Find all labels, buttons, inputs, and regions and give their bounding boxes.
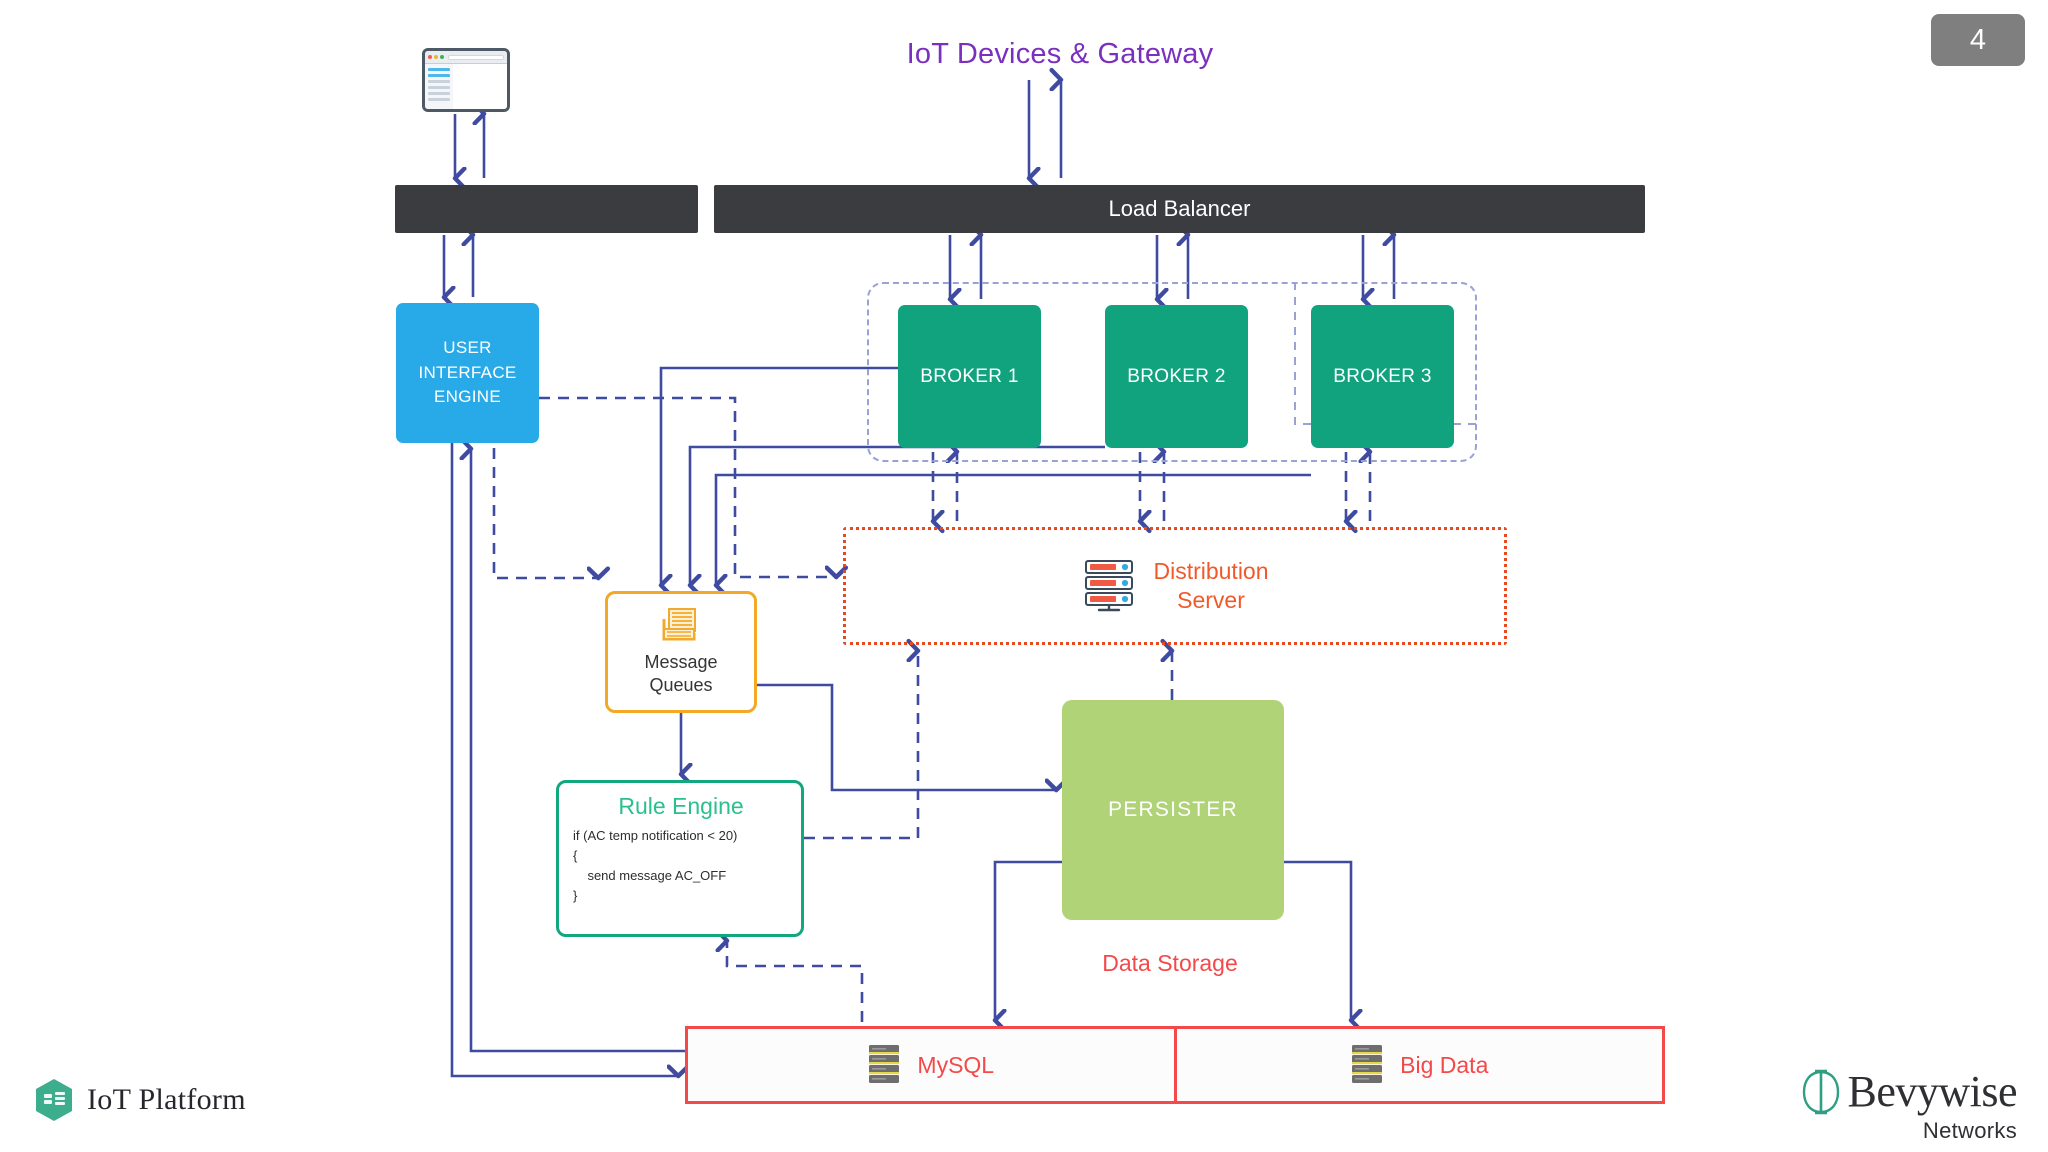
ui-engine-line-1: USER bbox=[443, 338, 492, 358]
database-icon bbox=[869, 1045, 900, 1083]
rule-engine-node: Rule Engine if (AC temp notification < 2… bbox=[556, 780, 804, 937]
browser-content bbox=[453, 64, 507, 109]
page-number-badge: 4 bbox=[1931, 14, 2025, 66]
broker-label: BROKER 3 bbox=[1333, 365, 1432, 387]
broker-cluster-boundary bbox=[867, 282, 1477, 462]
browser-body bbox=[425, 64, 507, 109]
data-storage-title: Data Storage bbox=[1102, 950, 1238, 976]
browser-sidebar bbox=[425, 64, 453, 109]
browser-dot-yellow bbox=[434, 55, 438, 59]
server-rack-icon bbox=[1085, 560, 1134, 612]
user-interface-engine-node: USER INTERFACE ENGINE bbox=[396, 303, 539, 443]
rule-engine-code: if (AC temp notification < 20) { send me… bbox=[573, 828, 738, 904]
message-stack-icon bbox=[662, 607, 696, 641]
bevywise-subtitle: Networks bbox=[1922, 1118, 2017, 1143]
persister-label: PERSISTER bbox=[1108, 798, 1238, 821]
data-storage-cell-bigdata: Big Data bbox=[1173, 1029, 1663, 1101]
broker-node-1: BROKER 1 bbox=[898, 305, 1041, 448]
broker-label: BROKER 2 bbox=[1127, 365, 1226, 387]
distribution-server-node: Distribution Server bbox=[843, 527, 1507, 645]
left-bar bbox=[395, 185, 698, 233]
browser-titlebar bbox=[425, 51, 507, 64]
page-number: 4 bbox=[1969, 23, 1987, 56]
data-storage-label-mysql: MySQL bbox=[917, 1051, 995, 1078]
bevywise-logo: Bevywise Networks bbox=[1761, 1068, 2017, 1144]
iot-platform-logo: IoT Platform bbox=[34, 1078, 246, 1122]
hexagon-server-icon bbox=[34, 1078, 74, 1122]
iot-platform-label: IoT Platform bbox=[87, 1083, 246, 1116]
data-storage-cell-mysql: MySQL bbox=[688, 1029, 1174, 1101]
bevywise-name-row: Bevywise bbox=[1761, 1068, 2017, 1116]
browser-dot-green bbox=[440, 55, 444, 59]
browser-sidebar-item bbox=[428, 80, 450, 83]
load-balancer-label: Load Balancer bbox=[1108, 196, 1251, 221]
ui-engine-line-2: INTERFACE bbox=[418, 362, 517, 382]
persister-node: PERSISTER bbox=[1062, 700, 1284, 920]
ui-engine-line-3: ENGINE bbox=[434, 387, 501, 407]
database-icon bbox=[1352, 1045, 1383, 1083]
message-queues-node: Message Queues bbox=[605, 591, 757, 713]
broker-label: BROKER 1 bbox=[920, 365, 1019, 387]
bevywise-mark-icon bbox=[1803, 1069, 1840, 1115]
browser-sidebar-item bbox=[428, 86, 450, 89]
browser-dot-red bbox=[428, 55, 432, 59]
distribution-server-line-2: Server bbox=[1177, 587, 1245, 613]
distribution-server-line-1: Distribution bbox=[1153, 558, 1269, 585]
distribution-server-label: Distribution Server bbox=[1153, 557, 1268, 615]
browser-address-bar bbox=[448, 54, 504, 60]
browser-sidebar-item bbox=[428, 68, 450, 71]
broker-node-3: BROKER 3 bbox=[1311, 305, 1454, 448]
browser-sidebar-item bbox=[428, 74, 450, 77]
broker-node-2: BROKER 2 bbox=[1105, 305, 1248, 448]
browser-window-icon bbox=[422, 48, 510, 112]
message-queues-line-2: Queues bbox=[649, 675, 713, 695]
browser-sidebar-item bbox=[428, 92, 450, 95]
bevywise-name: Bevywise bbox=[1847, 1067, 2017, 1117]
message-queues-label: Message Queues bbox=[644, 651, 717, 698]
browser-sidebar-item bbox=[428, 98, 450, 101]
data-storage-label-bigdata: Big Data bbox=[1400, 1051, 1489, 1078]
rule-engine-title: Rule Engine bbox=[618, 793, 744, 819]
page-title: IoT Devices & Gateway bbox=[906, 38, 1214, 70]
load-balancer-bar: Load Balancer bbox=[714, 185, 1645, 233]
data-storage-container: MySQL bbox=[685, 1026, 1665, 1104]
message-queues-line-1: Message bbox=[644, 651, 718, 672]
